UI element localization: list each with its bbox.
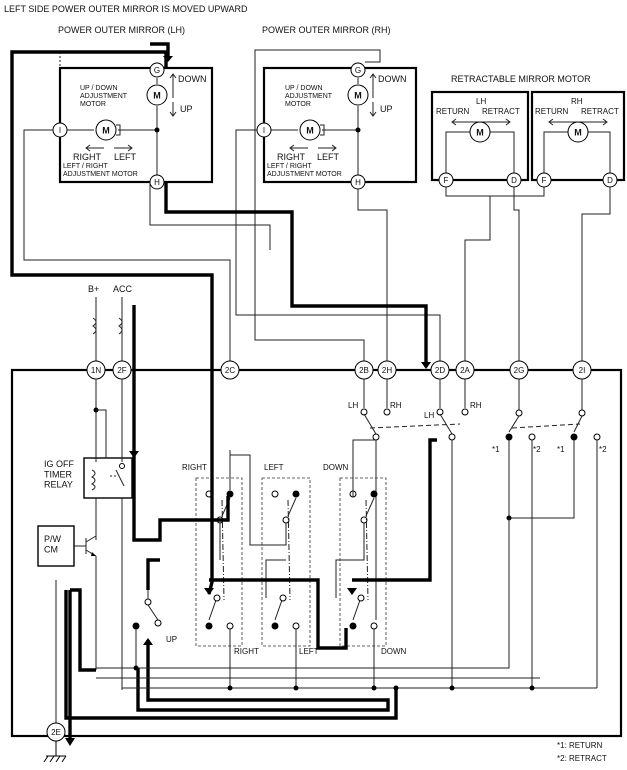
connector-f-rh: F (542, 176, 547, 185)
retract-rh-label: RH (571, 97, 583, 106)
switch-unit-box (10, 368, 623, 738)
retract-switch-note-2b: *2 (599, 445, 607, 454)
mirror-rh-ud-motor-icon (347, 84, 369, 106)
switch-down-top-label: DOWN (323, 463, 349, 472)
motor-symbol: M (102, 126, 110, 136)
connector-row: 1N 2F 2C 2B 2H 2D 2A 2G 2I (86, 360, 592, 380)
mirror-lh-down-label: DOWN (178, 74, 207, 84)
mirror-lh-lr-motor-icon (95, 119, 117, 141)
connector-g-rh: G (355, 66, 361, 75)
connector-2i: 2I (579, 366, 586, 375)
bplus-label: B+ (88, 284, 99, 294)
mirror-lh-right-label: RIGHT (73, 152, 102, 162)
mirror-rh-title: POWER OUTER MIRROR (RH) (262, 25, 391, 35)
retract-lh-return-label: RETURN (436, 107, 470, 116)
connector-2g: 2G (514, 366, 525, 375)
selector-rh-label-2: RH (470, 401, 482, 410)
connector-h-rh: H (355, 178, 361, 187)
retract-rh-return-label: RETURN (535, 107, 569, 116)
selector-lh-label-2: LH (424, 411, 434, 420)
direction-switches: RIGHT LEFT DOWN RIGHT LEFT DOWN (182, 439, 407, 688)
diagram-title: LEFT SIDE POWER OUTER MIRROR IS MOVED UP… (4, 4, 248, 14)
retractable-mirror-motor: RETRACTABLE MIRROR MOTOR LH RH RETURN RE… (430, 74, 626, 188)
selector-lh-label-1: LH (348, 401, 358, 410)
switch-left-top-label: LEFT (264, 463, 284, 472)
connector-2d: 2D (435, 366, 445, 375)
connector-h-lh: H (154, 178, 160, 187)
retract-switch-note-1a: *1 (492, 445, 500, 454)
retract-rh-retract-label: RETRACT (581, 107, 619, 116)
mirror-lh-ud-motor-icon (146, 84, 168, 106)
active-path-switch-box (64, 420, 437, 720)
selector-rh-label-1: RH (390, 401, 402, 410)
connector-2c: 2C (225, 366, 235, 375)
connector-2b: 2B (359, 366, 369, 375)
mirror-rh-left-label: LEFT (317, 152, 340, 162)
connector-g-lh: G (154, 66, 160, 75)
connector-f-lh: F (444, 176, 449, 185)
ground: 2E (43, 580, 75, 763)
mirror-lh-up-label: UP (180, 104, 193, 114)
connector-i-lh: I (59, 126, 61, 135)
motor-symbol: M (354, 91, 362, 101)
retract-lh-motor-icon (469, 121, 491, 143)
mirror-rh-right-label: RIGHT (277, 152, 306, 162)
retract-lh-label: LH (476, 97, 486, 106)
connector-2f: 2F (117, 366, 126, 375)
mirror-rh-up-label: UP (380, 104, 393, 114)
motor-symbol: M (306, 126, 314, 136)
upper-wiring (23, 49, 611, 367)
connector-2a: 2A (460, 366, 470, 375)
switch-right-top-label: RIGHT (182, 463, 207, 472)
connector-d-lh: D (511, 176, 517, 185)
active-current-path (10, 42, 431, 458)
motor-symbol: M (476, 128, 484, 138)
switch-left-bottom-label: LEFT (299, 647, 319, 656)
retract-title: RETRACTABLE MIRROR MOTOR (451, 74, 591, 84)
switch-down-bottom-label: DOWN (381, 647, 407, 656)
note-2: *2: RETRACT (557, 754, 607, 763)
retract-rh-motor-icon (567, 121, 589, 143)
connector-2h: 2H (382, 366, 392, 375)
up-switch: UP (132, 590, 177, 668)
mirror-rh-lr-motor-icon (299, 119, 321, 141)
lh-rh-selector: LH RH LH RH (348, 379, 482, 690)
motor-symbol: M (153, 91, 161, 101)
retract-switch-note-2a: *2 (533, 445, 541, 454)
note-1: *1: RETURN (557, 741, 603, 750)
retract-switch-note-1b: *1 (557, 445, 565, 454)
connector-i-rh: I (263, 126, 265, 135)
mirror-lh-title: POWER OUTER MIRROR (LH) (58, 25, 185, 35)
switch-up-label: UP (166, 635, 177, 644)
switch-right-bottom-label: RIGHT (234, 647, 259, 656)
mirror-lh-left-label: LEFT (114, 152, 137, 162)
retract-switch: *1 *2 *1 *2 (492, 379, 607, 688)
mirror-rh-down-label: DOWN (378, 74, 407, 84)
connector-2e: 2E (51, 728, 61, 737)
connector-d-rh: D (607, 176, 613, 185)
connector-1n: 1N (91, 366, 101, 375)
bottom-bus (96, 518, 597, 691)
motor-symbol: M (574, 128, 582, 138)
acc-label: ACC (113, 284, 133, 294)
retract-lh-retract-label: RETRACT (482, 107, 520, 116)
